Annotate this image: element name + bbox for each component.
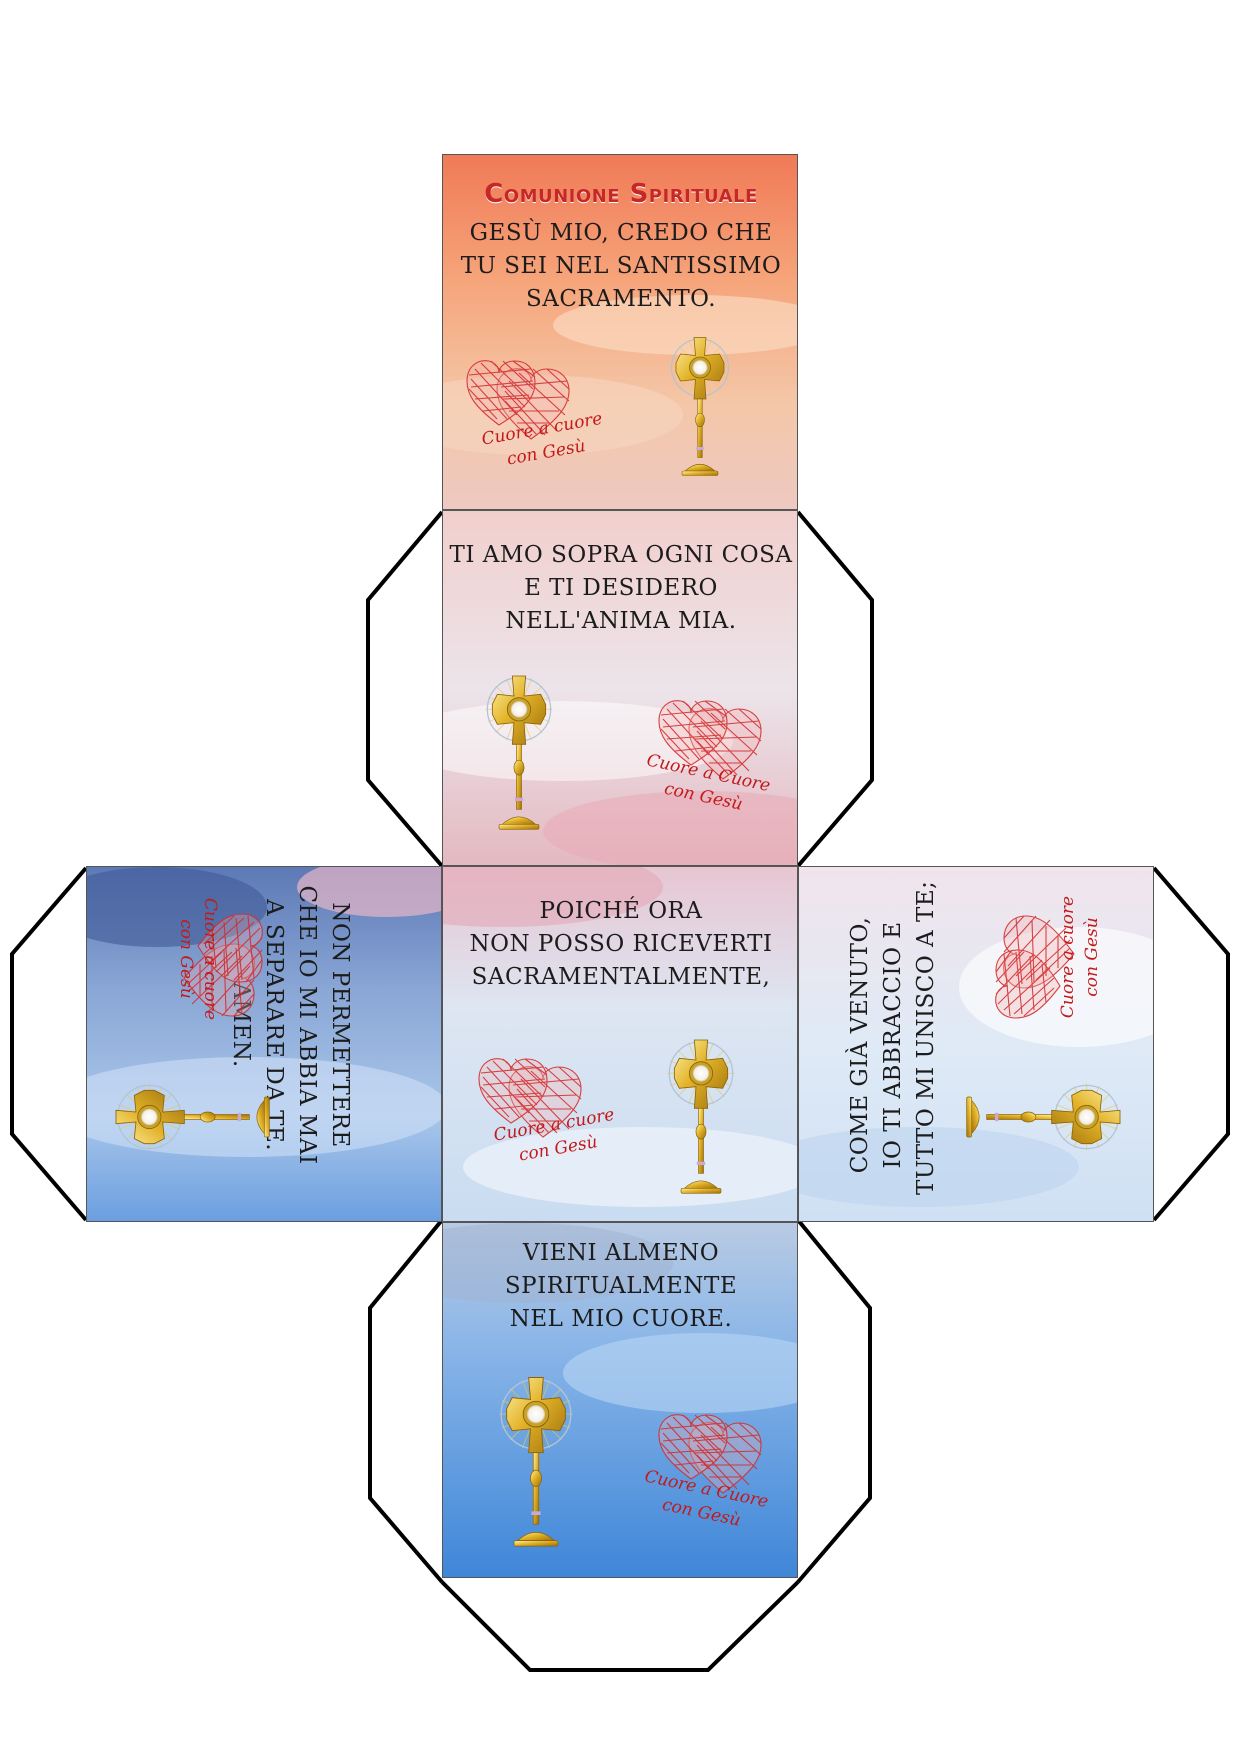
- sky-background: [443, 155, 797, 509]
- prayer-text: Vieni almeno spiritualmente nel mio cuor…: [443, 1237, 797, 1336]
- tagline: Cuore a cuore con Gesù: [1056, 896, 1104, 1018]
- face-right: Come già venuto, io ti abbraccio e tutto…: [798, 866, 1154, 1222]
- prayer-line: nell'anima mia.: [505, 608, 737, 634]
- flap-upper-left: [366, 510, 444, 868]
- prayer-line: Non permettere: [327, 902, 353, 1148]
- prayer-text: Poiché ora non posso riceverti sacrament…: [443, 895, 797, 994]
- prayer-text: Gesù mio, credo che tu sei nel Santissim…: [443, 217, 797, 316]
- prayer-line: che io mi abbia mai: [294, 885, 320, 1165]
- flap-lower-left: [368, 1218, 444, 1584]
- face-top: Comunione Spirituale Gesù mio, credo che…: [442, 154, 798, 510]
- sky-background: [87, 867, 441, 1221]
- prayer-line: io ti abbraccio e: [880, 921, 906, 1169]
- prayer-line: Sacramento.: [525, 286, 717, 312]
- prayer-line: e ti desidero: [524, 575, 718, 601]
- prayer-line: Poiché ora: [539, 898, 703, 924]
- prayer-line: Gesù mio, credo che: [469, 220, 773, 246]
- prayer-line: spiritualmente: [504, 1273, 738, 1299]
- monstrance-icon: [655, 305, 745, 505]
- monstrance-icon: [469, 651, 569, 851]
- flap-right: [1152, 866, 1230, 1222]
- face-left: Non permettere che io mi abbia mai a sep…: [86, 866, 442, 1222]
- sky-background: [443, 867, 797, 1221]
- flap-upper-right: [796, 510, 874, 868]
- face-center: Poiché ora non posso riceverti sacrament…: [442, 866, 798, 1222]
- face-bottom: Vieni almeno spiritualmente nel mio cuor…: [442, 1222, 798, 1578]
- monstrance-icon: [945, 1067, 1145, 1167]
- tagline-line: Cuore a cuore: [200, 897, 221, 1021]
- tagline-line: Cuore a cuore: [1058, 895, 1079, 1019]
- title: Comunione Spirituale: [484, 179, 758, 209]
- prayer-line: sacramentalmente,: [471, 964, 771, 990]
- prayer-line: Ti amo sopra ogni cosa: [449, 542, 793, 568]
- flap-left: [10, 866, 88, 1222]
- prayer-line: non posso riceverti: [469, 931, 773, 957]
- prayer-text: Come già venuto, io ti abbraccio e tutto…: [844, 880, 944, 1195]
- monstrance-icon: [481, 1355, 591, 1565]
- face-upper: Ti amo sopra ogni cosa e ti desidero nel…: [442, 510, 798, 866]
- monstrance-icon: [651, 1015, 751, 1215]
- tagline-line: con Gesù: [176, 919, 197, 999]
- tagline: Cuore a cuore con Gesù: [174, 898, 222, 1020]
- tagline-line: con Gesù: [1082, 917, 1103, 997]
- prayer-line: tu sei nel Santissimo: [460, 253, 782, 279]
- prayer-line: Vieni almeno: [522, 1240, 720, 1266]
- flap-bottom: [440, 1580, 800, 1672]
- prayer-line: Come già venuto,: [847, 916, 873, 1174]
- monstrance-icon: [91, 1067, 291, 1167]
- flap-lower-right: [796, 1218, 872, 1584]
- prayer-line: nel mio cuore.: [509, 1306, 733, 1332]
- sky-background: [443, 1223, 797, 1577]
- prayer-line: tutto mi unisco a te;: [913, 880, 939, 1195]
- prayer-text: Ti amo sopra ogni cosa e ti desidero nel…: [443, 539, 797, 638]
